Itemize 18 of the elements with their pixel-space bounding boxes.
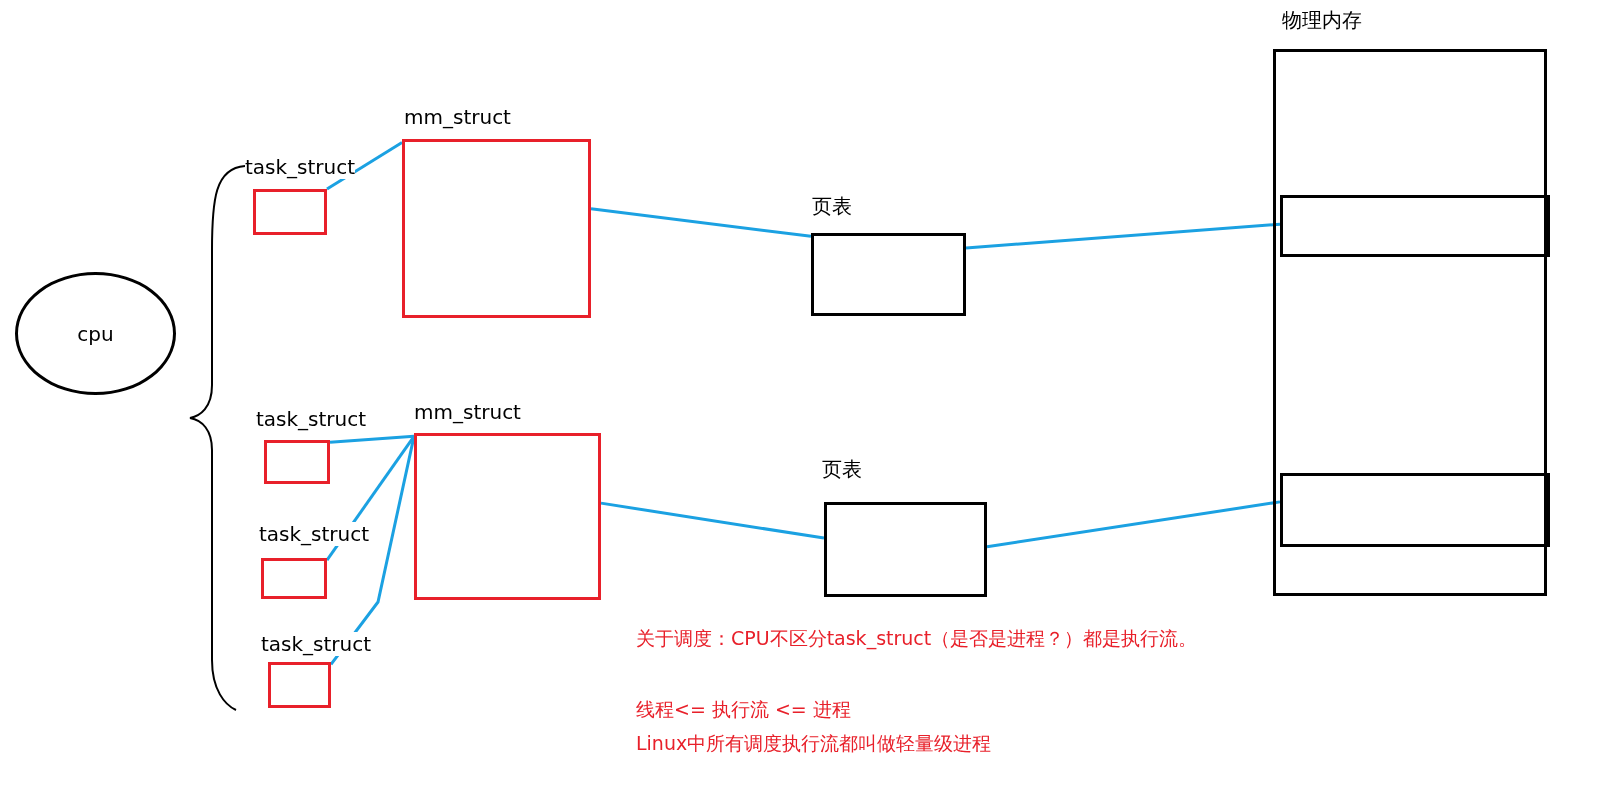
note-text: 关于调度：CPU不区分task_struct（是否是进程？）都是执行流。 (636, 626, 1198, 650)
note-text: Linux中所有调度执行流都叫做轻量级进程 (636, 731, 992, 755)
connector-line (329, 436, 416, 666)
note-text: 线程<= 执行流 <= 进程 (636, 697, 851, 721)
connector-line (326, 141, 403, 191)
ellipse-node: cpu (15, 272, 176, 395)
box-label: 页表 (822, 457, 862, 481)
memory-segment (1280, 195, 1550, 257)
connector-line (600, 501, 825, 540)
box-label: task_struct (261, 632, 372, 656)
box-label: 物理内存 (1282, 8, 1362, 32)
box-label: 页表 (812, 194, 852, 218)
memory-segment (1280, 473, 1550, 547)
connector-line (329, 434, 415, 444)
connector-line (965, 222, 1281, 250)
connector-line (590, 207, 812, 238)
box-label: task_struct (259, 522, 370, 546)
connector-line (986, 500, 1281, 549)
